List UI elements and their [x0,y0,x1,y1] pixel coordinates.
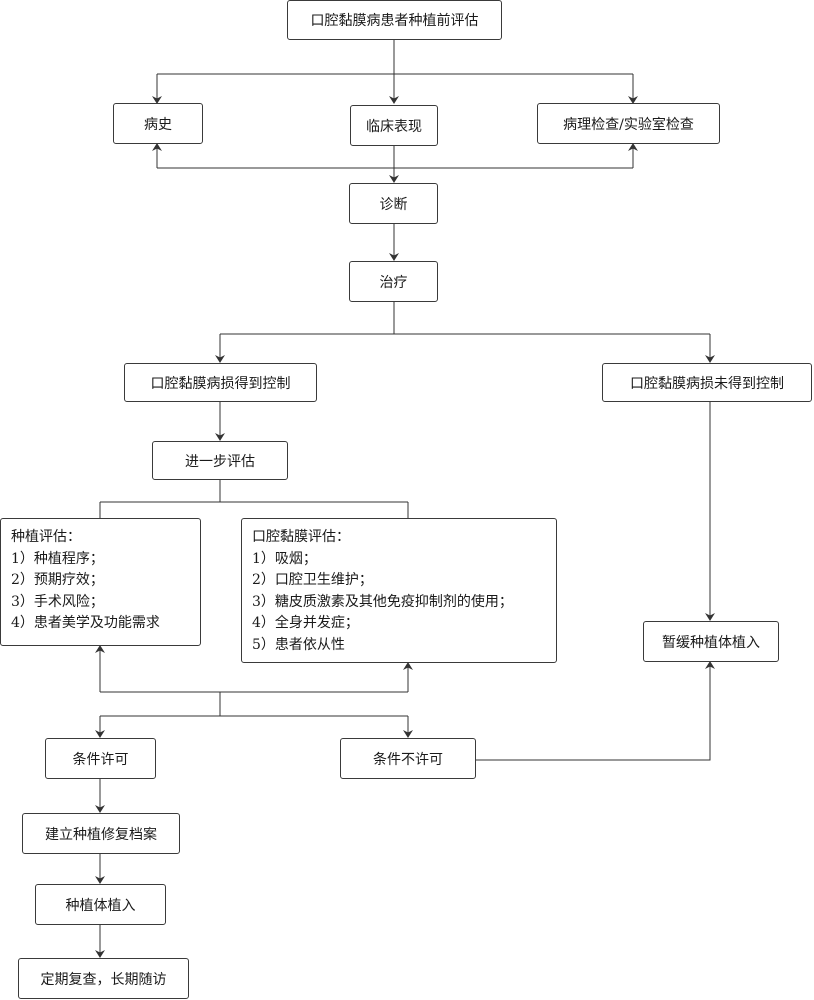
mucosa-eval-heading: 口腔黏膜评估： [252,529,350,545]
pathology-node: 病理检查/实验室检查 [537,103,720,144]
mucosa-eval-item: 3）糖皮质激素及其他免疫抑制剂的使用； [252,593,513,610]
mucosa-eval-item: 1）吸烟； [252,550,317,567]
mucosa-eval-node: 口腔黏膜评估： 1）吸烟； 2）口腔卫生维护； 3）糖皮质激素及其他免疫抑制剂的… [241,518,557,663]
defer-node: 暂缓种植体植入 [643,621,779,662]
mucosa-eval-item: 4）全身并发症； [252,615,359,631]
implant-node: 种植体植入 [35,884,166,925]
edge-not-permitted-to-defer [476,661,715,761]
implant-eval-item: 4）患者美学及功能需求 [11,615,160,631]
implant-eval-heading: 种植评估： [11,529,81,545]
edge-treatment-split [220,302,710,335]
mucosa-eval-item: 2）口腔卫生维护； [252,572,373,588]
implant-eval-item: 2）预期疗效； [11,572,104,588]
treatment-node: 治疗 [349,261,438,302]
controlled-node: 口腔黏膜病损得到控制 [124,363,317,402]
title-node: 口腔黏膜病患者种植前评估 [287,0,502,40]
implant-eval-item: 1）种植程序； [11,550,104,567]
uncontrolled-node: 口腔黏膜病损未得到控制 [602,363,812,402]
edge-decision-split [100,692,408,717]
followup-node: 定期复查，长期随访 [18,958,189,999]
implant-eval-item: 3）手术风险； [11,593,104,610]
diagnosis-node: 诊断 [349,183,438,224]
not-permitted-node: 条件不许可 [340,738,476,779]
further-node: 进一步评估 [152,441,288,480]
clinical-node: 临床表现 [350,105,438,146]
history-node: 病史 [113,103,203,144]
implant-eval-node: 种植评估： 1）种植程序； 2）预期疗效； 3）手术风险； 4）患者美学及功能需… [0,518,201,646]
mucosa-eval-item: 5）患者依从性 [252,636,345,653]
permitted-node: 条件许可 [45,738,156,779]
edge-further-split [99,480,409,518]
record-node: 建立种植修复档案 [22,813,180,854]
